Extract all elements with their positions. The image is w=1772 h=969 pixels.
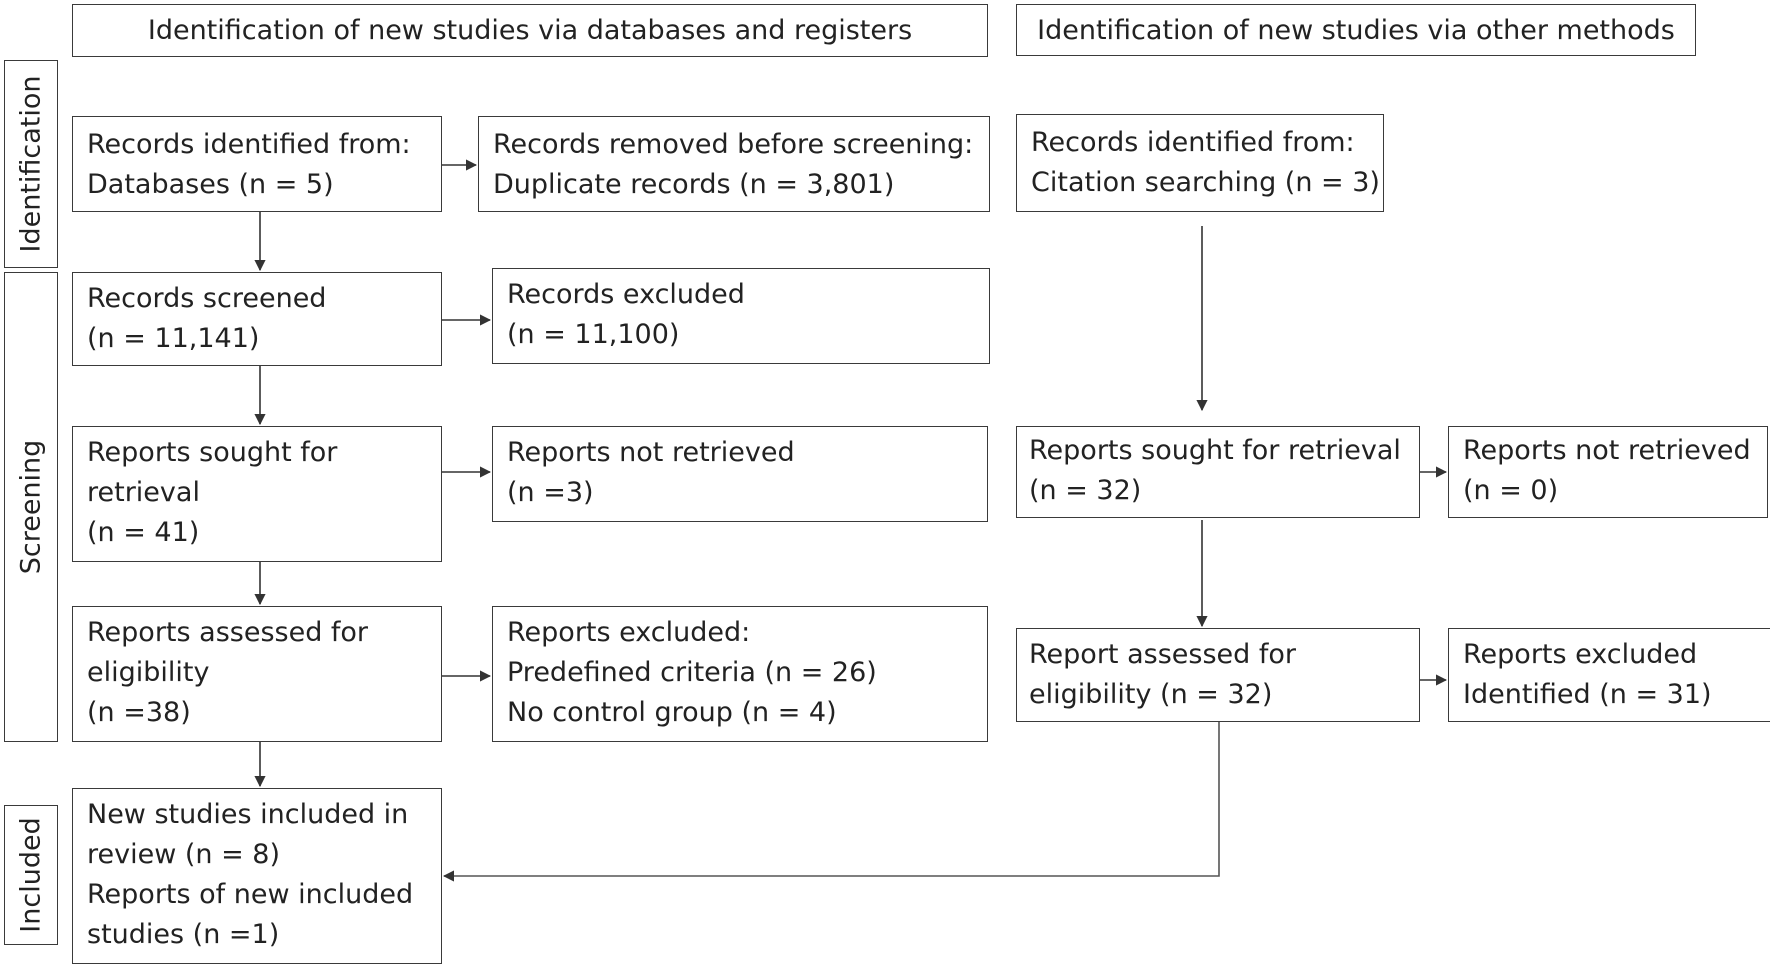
box-line: Records identified from: bbox=[1031, 127, 1355, 158]
db-records-screened-box: Records screened (n = 11,141) bbox=[72, 272, 442, 366]
box-line: (n = 32) bbox=[1029, 475, 1142, 506]
phase-included: Included bbox=[4, 805, 58, 945]
header-databases: Identification of new studies via databa… bbox=[72, 4, 988, 57]
header-other-methods: Identification of new studies via other … bbox=[1016, 4, 1696, 56]
box-line: eligibility bbox=[87, 657, 210, 688]
box-line: (n =3) bbox=[507, 477, 594, 508]
box-line: Records screened bbox=[87, 283, 327, 314]
box-line: Reports sought for bbox=[87, 437, 338, 468]
box-line: Predefined criteria (n = 26) bbox=[507, 657, 877, 688]
box-line: Identified (n = 31) bbox=[1463, 679, 1712, 710]
box-line: Reports not retrieved bbox=[507, 437, 795, 468]
box-line: Records identified from: bbox=[87, 129, 411, 160]
db-reports-not-retrieved-box: Reports not retrieved (n =3) bbox=[492, 426, 988, 522]
box-line: (n = 11,141) bbox=[87, 323, 260, 354]
box-line: eligibility (n = 32) bbox=[1029, 679, 1273, 710]
phase-screening: Screening bbox=[4, 272, 58, 742]
box-line: retrieval bbox=[87, 477, 200, 508]
box-line: Reports excluded: bbox=[507, 617, 751, 648]
db-reports-excluded-box: Reports excluded: Predefined criteria (n… bbox=[492, 606, 988, 742]
arrow-other-assessed-to-included bbox=[442, 722, 1220, 882]
box-line: Reports not retrieved bbox=[1463, 435, 1751, 466]
db-records-excluded-box: Records excluded (n = 11,100) bbox=[492, 268, 990, 364]
other-reports-not-retrieved-box: Reports not retrieved (n = 0) bbox=[1448, 426, 1768, 518]
header-other-text: Identification of new studies via other … bbox=[1037, 14, 1675, 46]
box-line: No control group (n = 4) bbox=[507, 697, 837, 728]
box-line: Report assessed for bbox=[1029, 639, 1296, 670]
box-line: Reports assessed for bbox=[87, 617, 369, 648]
box-line: (n = 11,100) bbox=[507, 319, 680, 350]
phase-identification: Identification bbox=[4, 60, 58, 268]
db-reports-sought-box: Reports sought for retrieval (n = 41) bbox=[72, 426, 442, 562]
other-reports-excluded-box: Reports excluded Identified (n = 31) bbox=[1448, 628, 1770, 722]
box-line: Records removed before screening: bbox=[493, 129, 974, 160]
box-line: Reports sought for retrieval bbox=[1029, 435, 1401, 466]
box-line: Reports excluded bbox=[1463, 639, 1698, 670]
box-line: Duplicate records (n = 3,801) bbox=[493, 169, 895, 200]
box-line: (n = 41) bbox=[87, 517, 200, 548]
box-line: New studies included in bbox=[87, 799, 409, 830]
included-studies-box: New studies included in review (n = 8) R… bbox=[72, 788, 442, 964]
box-line: Databases (n = 5) bbox=[87, 169, 334, 200]
other-records-identified-box: Records identified from: Citation search… bbox=[1016, 114, 1384, 212]
box-line: (n = 0) bbox=[1463, 475, 1559, 506]
box-line: studies (n =1) bbox=[87, 919, 280, 950]
box-line: Citation searching (n = 3) bbox=[1031, 167, 1380, 198]
box-line: (n =38) bbox=[87, 697, 191, 728]
box-line: Reports of new included bbox=[87, 879, 414, 910]
header-databases-text: Identification of new studies via databa… bbox=[147, 15, 913, 46]
db-reports-assessed-box: Reports assessed for eligibility (n =38) bbox=[72, 606, 442, 742]
other-reports-sought-box: Reports sought for retrieval (n = 32) bbox=[1016, 426, 1420, 518]
box-line: Records excluded bbox=[507, 279, 745, 310]
box-line: review (n = 8) bbox=[87, 839, 281, 870]
db-records-removed-box: Records removed before screening: Duplic… bbox=[478, 116, 990, 212]
other-report-assessed-box: Report assessed for eligibility (n = 32) bbox=[1016, 628, 1420, 722]
db-records-identified-box: Records identified from: Databases (n = … bbox=[72, 116, 442, 212]
